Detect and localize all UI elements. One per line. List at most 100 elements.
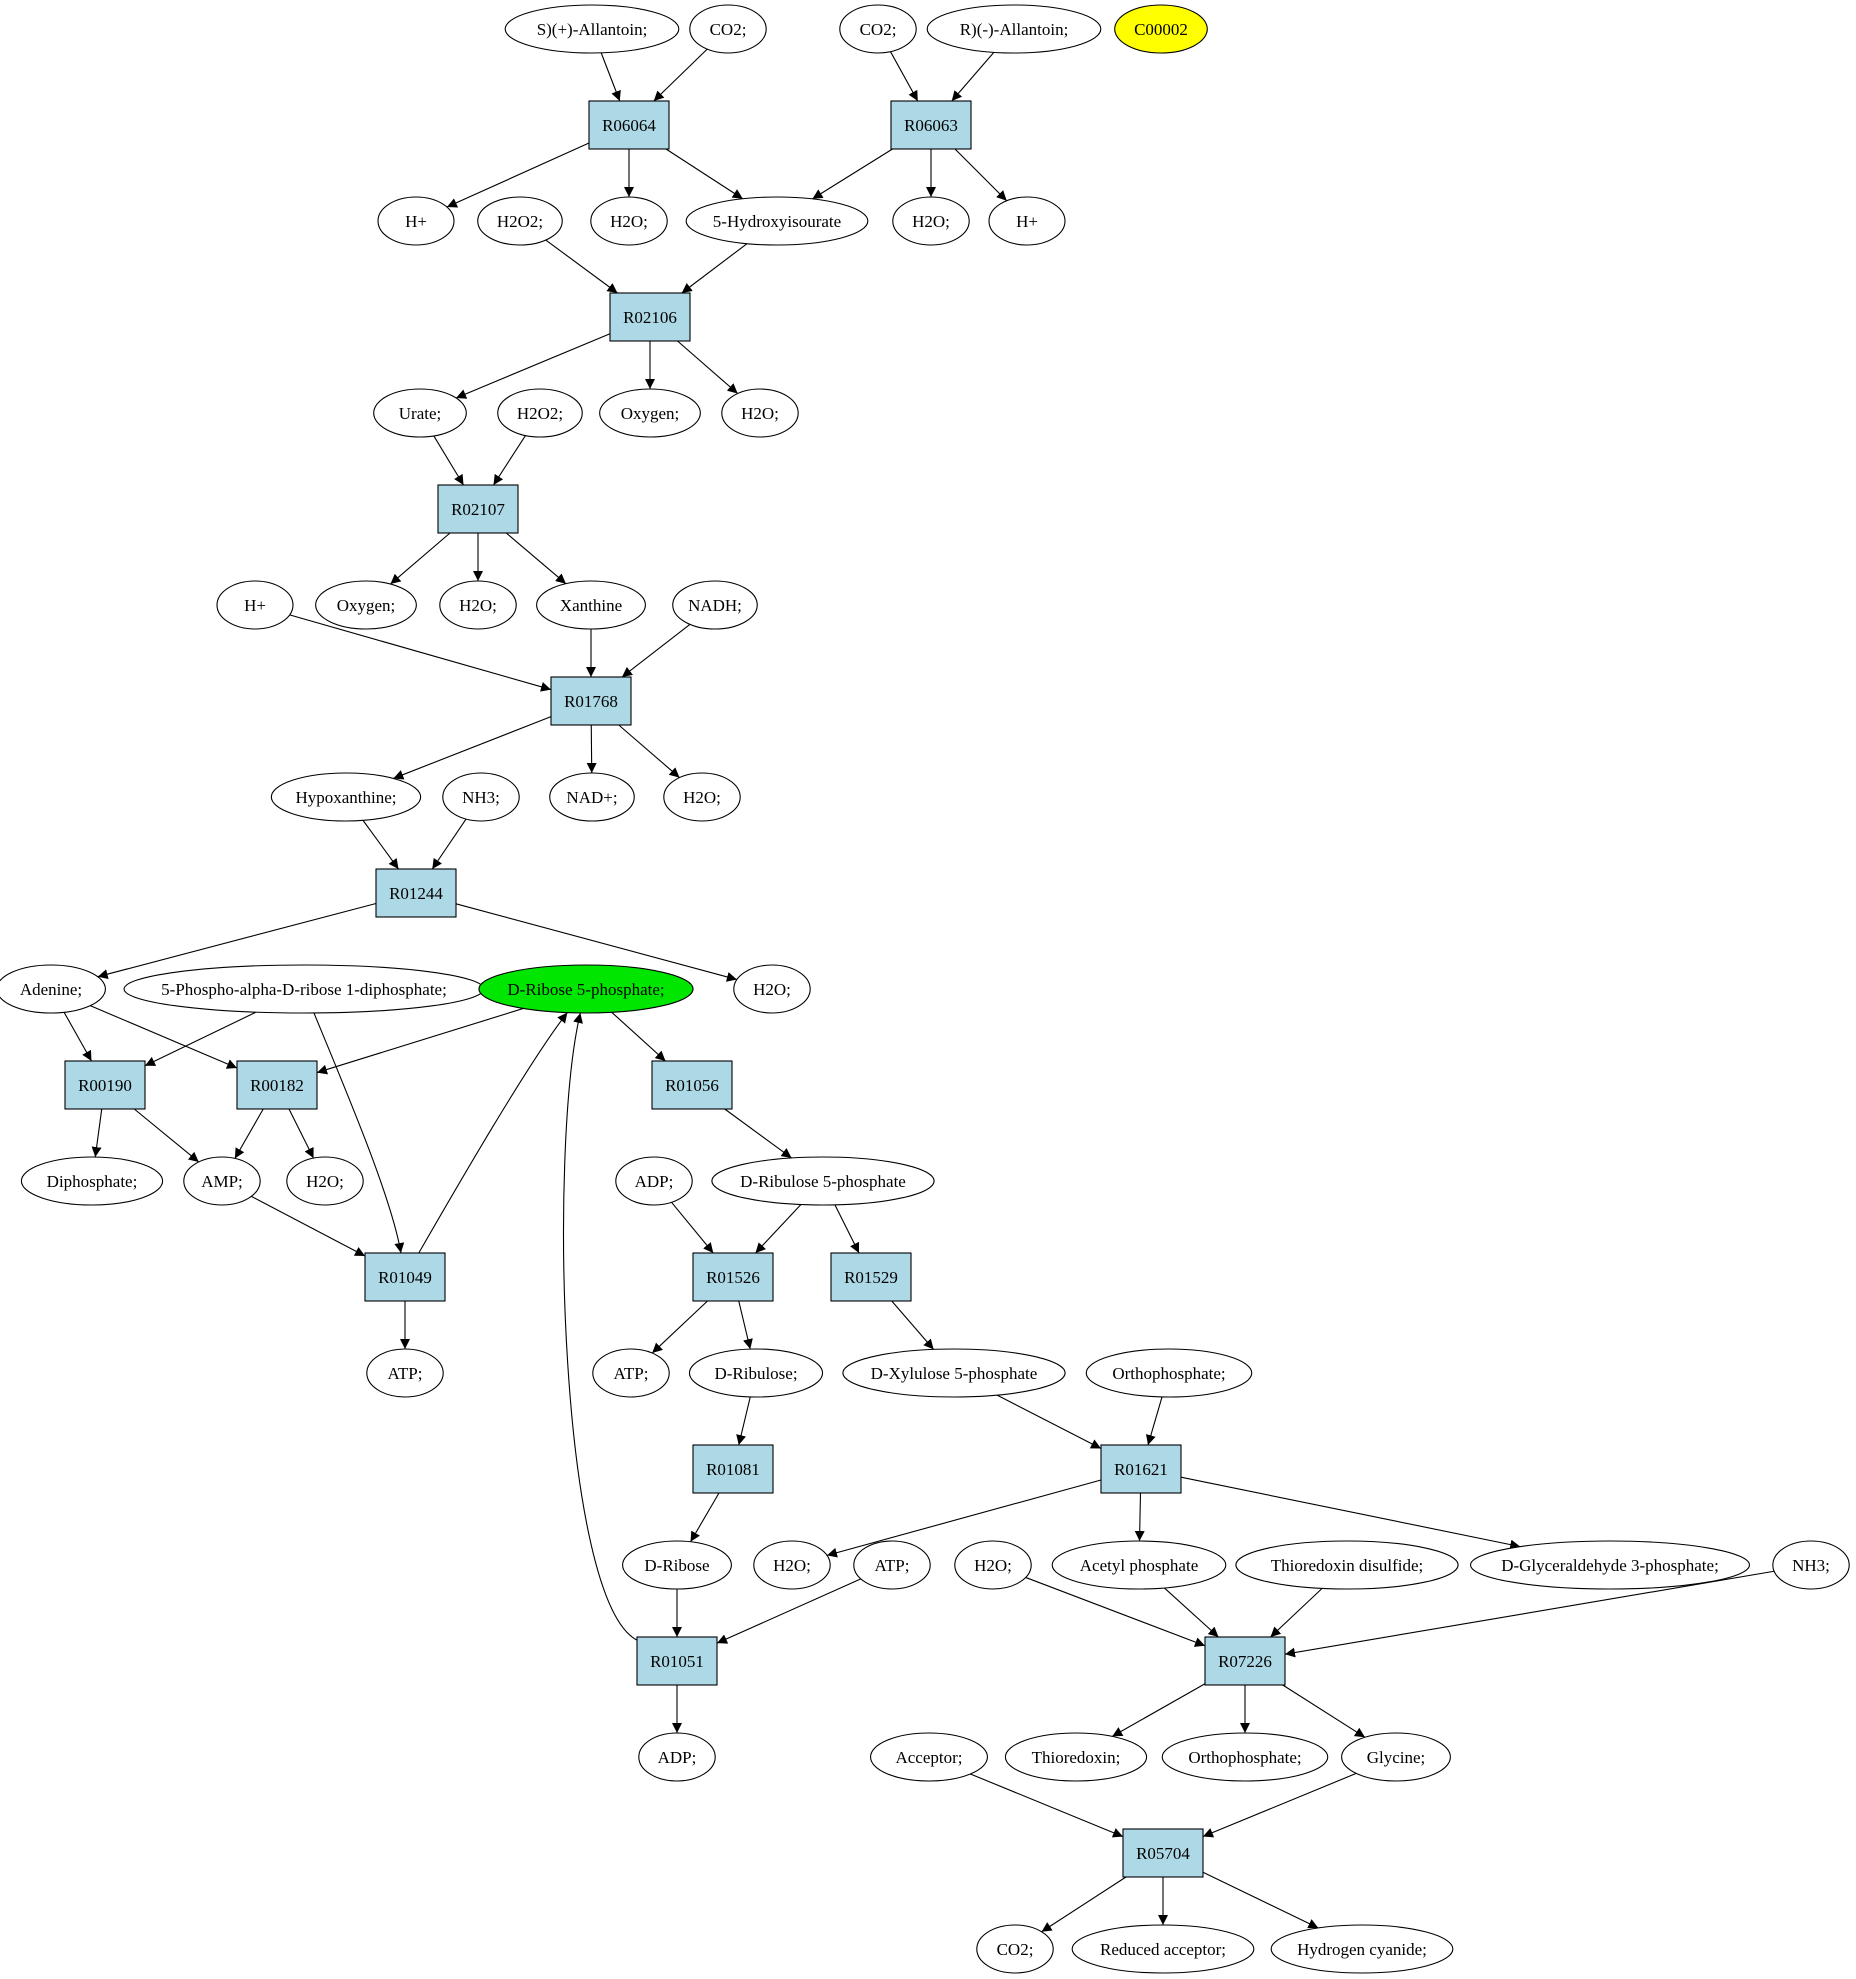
reaction-node-R05704[interactable]: R05704 [1122, 1828, 1204, 1878]
compound-node-h2o_i[interactable]: H2O; [954, 1540, 1032, 1590]
compound-node-urate[interactable]: Urate; [373, 388, 467, 438]
compound-node-diphosphate[interactable]: Diphosphate; [20, 1156, 164, 1206]
reaction-box [364, 1252, 446, 1302]
edge-prpp-to-R01049 [313, 1012, 405, 1254]
compound-node-ribose5p[interactable]: D-Ribose 5-phosphate; [478, 964, 694, 1014]
compound-node-h2o_b[interactable]: H2O; [892, 196, 970, 246]
compound-node-oxygen_a[interactable]: Oxygen; [599, 388, 701, 438]
compound-node-orthophosphate_b[interactable]: Orthophosphate; [1161, 1732, 1329, 1782]
compound-ellipse [366, 1348, 444, 1398]
compound-node-hplus_c[interactable]: H+ [216, 580, 294, 630]
compound-ellipse [270, 772, 422, 822]
compound-node-hypoxanthine[interactable]: Hypoxanthine; [270, 772, 422, 822]
reaction-node-R06063[interactable]: R06063 [890, 100, 972, 150]
node-label: R02106 [623, 308, 677, 327]
compound-node-nh3_b[interactable]: NH3; [1772, 1540, 1850, 1590]
compound-node-reduced_acceptor[interactable]: Reduced acceptor; [1071, 1924, 1255, 1974]
compound-node-nadplus[interactable]: NAD+; [549, 772, 635, 822]
reaction-node-R00182[interactable]: R00182 [236, 1060, 318, 1110]
compound-node-xanthine[interactable]: Xanthine [536, 580, 646, 630]
node-label: ATP; [875, 1556, 910, 1575]
compound-node-co2_b[interactable]: CO2; [839, 4, 917, 54]
reaction-box [375, 868, 457, 918]
compound-node-thioredoxin[interactable]: Thioredoxin; [1004, 1732, 1148, 1782]
compound-ellipse [615, 1156, 693, 1206]
node-label: D-Glyceraldehyde 3-phosphate; [1501, 1556, 1719, 1575]
compound-node-amp[interactable]: AMP; [183, 1156, 261, 1206]
compound-node-s_allantoin[interactable]: S)(+)-Allantoin; [504, 4, 680, 54]
compound-node-ribulose5p[interactable]: D-Ribulose 5-phosphate [711, 1156, 935, 1206]
compound-node-atp_a[interactable]: ATP; [366, 1348, 444, 1398]
compound-node-acceptor[interactable]: Acceptor; [869, 1732, 988, 1782]
compound-ellipse [497, 388, 583, 438]
reaction-node-R01621[interactable]: R01621 [1100, 1444, 1182, 1494]
compound-node-prpp[interactable]: 5-Phospho-alpha-D-ribose 1-diphosphate; [123, 964, 485, 1014]
compound-node-nh3_a[interactable]: NH3; [442, 772, 520, 822]
compound-node-h2o_c[interactable]: H2O; [721, 388, 799, 438]
edge-ribulose-to-R01081 [736, 1396, 751, 1446]
compound-node-h2o_a[interactable]: H2O; [590, 196, 668, 246]
node-label: R05704 [1136, 1844, 1190, 1863]
node-label: Oxygen; [337, 596, 396, 615]
compound-node-atp_b[interactable]: ATP; [592, 1348, 670, 1398]
compound-node-acetylphosphate[interactable]: Acetyl phosphate [1051, 1540, 1227, 1590]
compound-node-glycine[interactable]: Glycine; [1341, 1732, 1451, 1782]
compound-ellipse [853, 1540, 931, 1590]
compound-ellipse [954, 1540, 1032, 1590]
compound-node-nadh[interactable]: NADH; [672, 580, 758, 630]
reaction-node-R01056[interactable]: R01056 [651, 1060, 733, 1110]
compound-node-ribulose[interactable]: D-Ribulose; [688, 1348, 824, 1398]
edge-thioredoxin_disulfide-to-R07226 [1270, 1587, 1323, 1638]
edge-R01768-to-h2o_e [618, 724, 680, 778]
reaction-node-R01051[interactable]: R01051 [636, 1636, 718, 1686]
compound-node-orthophosphate_a[interactable]: Orthophosphate; [1085, 1348, 1253, 1398]
compound-node-c00002[interactable]: C00002 [1114, 4, 1208, 54]
node-label: R01056 [665, 1076, 719, 1095]
reaction-node-R01049[interactable]: R01049 [364, 1252, 446, 1302]
compound-node-glyceraldehyde3p[interactable]: D-Glyceraldehyde 3-phosphate; [1470, 1540, 1751, 1590]
compound-node-oxygen_b[interactable]: Oxygen; [315, 580, 417, 630]
edge-adenine-to-R00190 [63, 1012, 92, 1062]
compound-node-hydrogen_cyanide[interactable]: Hydrogen cyanide; [1270, 1924, 1454, 1974]
reaction-node-R00190[interactable]: R00190 [64, 1060, 146, 1110]
compound-node-adenine[interactable]: Adenine; [0, 964, 106, 1014]
compound-node-atp_c[interactable]: ATP; [853, 1540, 931, 1590]
node-label: R01526 [706, 1268, 760, 1287]
reaction-node-R01244[interactable]: R01244 [375, 868, 457, 918]
compound-node-co2_c[interactable]: CO2; [976, 1924, 1054, 1974]
node-label: H2O; [912, 212, 950, 231]
compound-node-hplus_b[interactable]: H+ [988, 196, 1066, 246]
compound-node-xylulose5p[interactable]: D-Xylulose 5-phosphate [842, 1348, 1066, 1398]
compound-node-r_allantoin[interactable]: R)(-)-Allantoin; [926, 4, 1102, 54]
reaction-node-R02107[interactable]: R02107 [437, 484, 519, 534]
compound-node-dribose[interactable]: D-Ribose [622, 1540, 732, 1590]
reaction-node-R01526[interactable]: R01526 [692, 1252, 774, 1302]
compound-node-adp_a[interactable]: ADP; [615, 1156, 693, 1206]
compound-ellipse [869, 1732, 988, 1782]
compound-node-h2o_h[interactable]: H2O; [753, 1540, 831, 1590]
compound-ellipse [1004, 1732, 1148, 1782]
compound-node-h2o_d[interactable]: H2O; [439, 580, 517, 630]
compound-node-co2_a[interactable]: CO2; [689, 4, 767, 54]
node-label: C00002 [1134, 20, 1188, 39]
node-label: H2O; [306, 1172, 344, 1191]
reaction-node-R01768[interactable]: R01768 [550, 676, 632, 726]
compound-node-h2o2_a[interactable]: H2O2; [477, 196, 563, 246]
compound-node-hplus_a[interactable]: H+ [377, 196, 455, 246]
compound-node-h2o_g[interactable]: H2O; [286, 1156, 364, 1206]
compound-node-adp_b[interactable]: ADP; [638, 1732, 716, 1782]
compound-node-thioredoxin_disulfide[interactable]: Thioredoxin disulfide; [1235, 1540, 1459, 1590]
reaction-node-R01529[interactable]: R01529 [830, 1252, 912, 1302]
compound-ellipse [216, 580, 294, 630]
compound-ellipse [976, 1924, 1054, 1974]
reaction-node-R07226[interactable]: R07226 [1204, 1636, 1286, 1686]
compound-node-h2o_f[interactable]: H2O; [733, 964, 811, 1014]
compound-node-h2o_e[interactable]: H2O; [663, 772, 741, 822]
node-label: Adenine; [20, 980, 82, 999]
compound-node-h2o2_b[interactable]: H2O2; [497, 388, 583, 438]
reaction-node-R02106[interactable]: R02106 [609, 292, 691, 342]
node-label: ADP; [658, 1748, 697, 1767]
compound-node-hydroxyisourate[interactable]: 5-Hydroxyisourate [685, 196, 869, 246]
reaction-node-R01081[interactable]: R01081 [692, 1444, 774, 1494]
reaction-node-R06064[interactable]: R06064 [588, 100, 670, 150]
